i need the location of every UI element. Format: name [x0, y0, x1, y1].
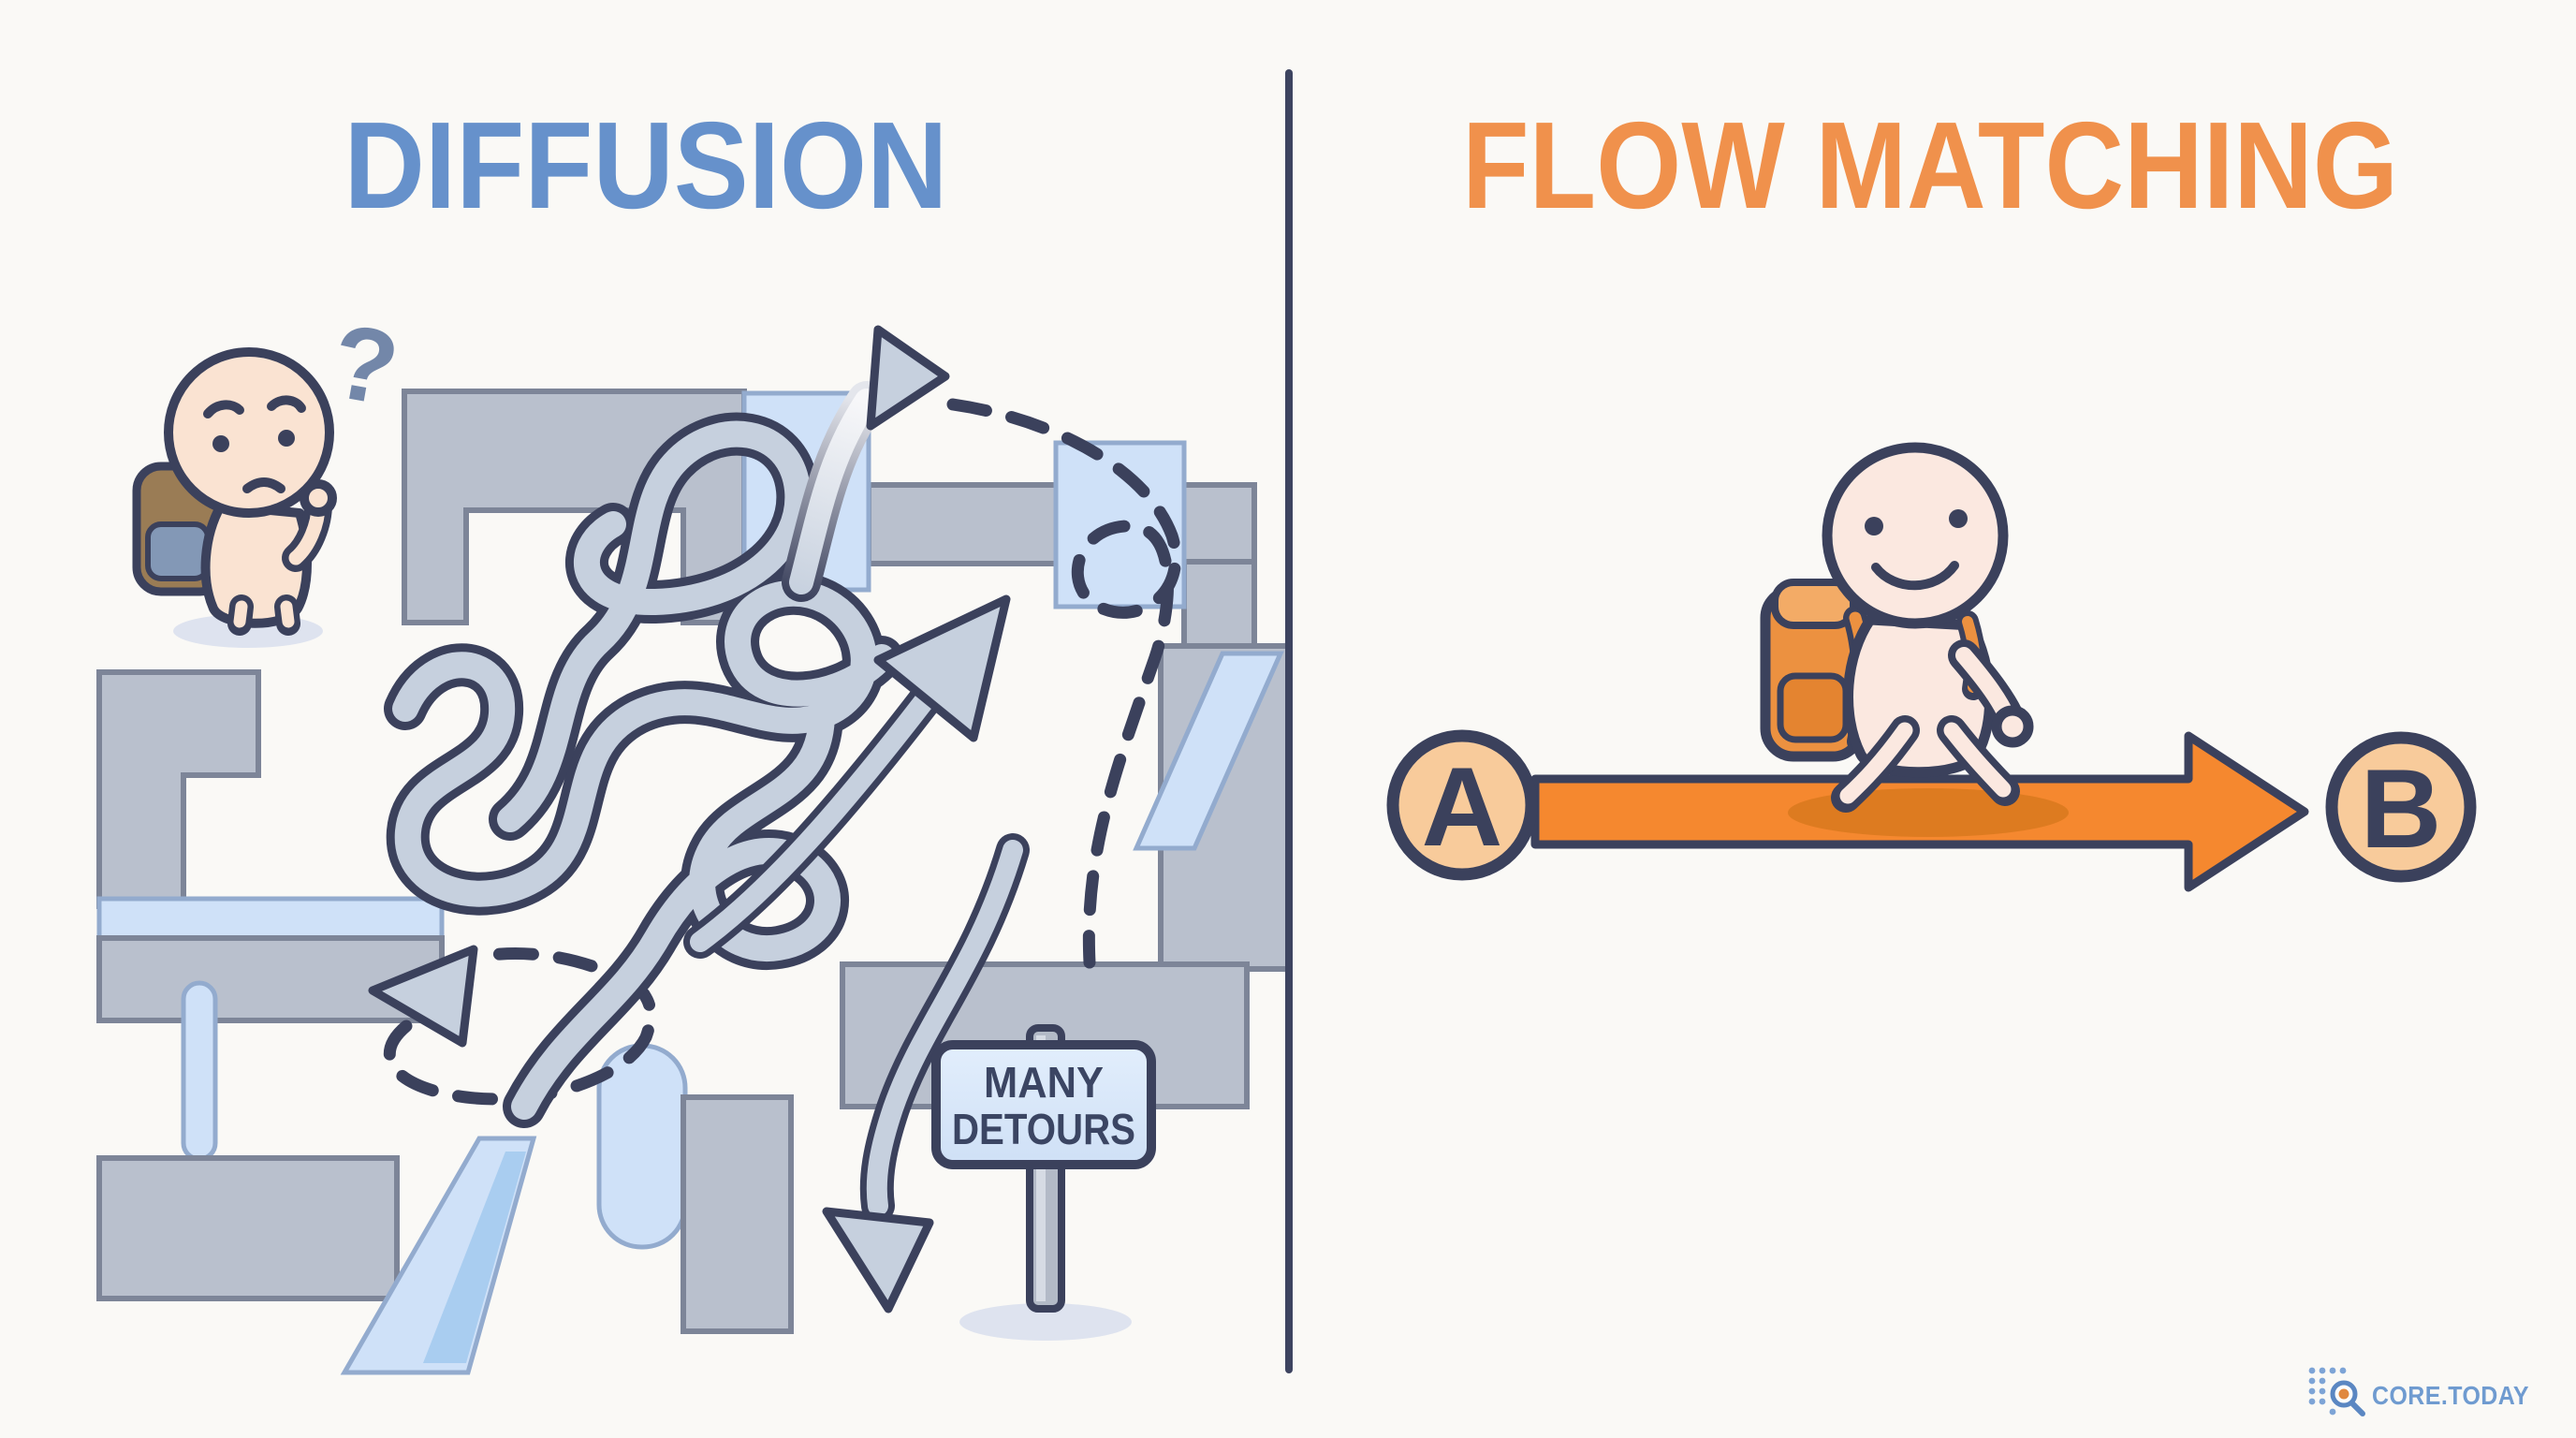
walking-character	[1760, 442, 2034, 813]
character-head	[164, 347, 334, 518]
eye-right	[278, 430, 295, 447]
walker-eye-left	[1865, 517, 1883, 536]
arrowhead-down-icon	[822, 1207, 934, 1313]
walker-shadow	[1788, 788, 2069, 837]
tangled-path	[384, 325, 950, 1128]
worried-brow-right	[267, 395, 306, 413]
walker-hand	[1991, 705, 2034, 748]
faded-arrowhead-icon	[866, 325, 950, 431]
backpack-pocket	[145, 521, 211, 581]
arrowhead-upright-icon	[873, 594, 1011, 742]
flow-matching-title: FLOW MATCHING	[1462, 96, 2398, 234]
maze-block-left-gray-band	[96, 935, 445, 1023]
maze-block-left-pillar	[181, 980, 218, 1162]
flow-matching-panel: FLOW MATCHING A B	[1386, 96, 2477, 892]
sign-board	[931, 1040, 1156, 1169]
walker-smile	[1871, 561, 1959, 591]
watermark: CORE.TODAY	[2308, 1367, 2529, 1416]
walker-eye-right	[1949, 509, 1968, 528]
sign-line-1: MANY	[984, 1058, 1104, 1107]
question-mark-icon: ?	[323, 301, 406, 428]
detours-sign: MANY DETOURS	[931, 1024, 1156, 1341]
worried-brow-left	[203, 400, 244, 418]
end-node	[2325, 731, 2477, 883]
sign-shadow	[959, 1303, 1132, 1341]
maze-block-left-slab	[96, 669, 261, 909]
eye-left	[212, 435, 229, 452]
start-node	[1386, 729, 1538, 881]
walker-head	[1822, 442, 2009, 629]
dashed-loop-right	[946, 398, 1182, 969]
maze-block-ramp-shade	[423, 1152, 526, 1363]
watermark-logo-icon	[2308, 1367, 2365, 1416]
end-node-label: B	[2361, 746, 2442, 872]
hand	[300, 479, 337, 517]
diffusion-panel: DIFFUSION	[96, 96, 1291, 1375]
big-arrows	[683, 594, 1030, 1313]
sad-mouth	[242, 477, 285, 493]
watermark-text: CORE.TODAY	[2372, 1381, 2529, 1410]
maze-block-bottom-left-band	[96, 1155, 400, 1301]
confused-character: ?	[132, 301, 406, 648]
diffusion-title: DIFFUSION	[344, 96, 948, 234]
sign-line-2: DETOURS	[952, 1105, 1135, 1153]
backpack-pocket-orange	[1777, 672, 1850, 743]
maze-block-bottom-rect	[681, 1094, 794, 1334]
maze-block-ramp	[340, 1136, 537, 1375]
detour-arrowhead-left-icon	[368, 945, 478, 1048]
maze-block-right-ramp	[1133, 651, 1284, 851]
start-node-label: A	[1422, 744, 1503, 870]
